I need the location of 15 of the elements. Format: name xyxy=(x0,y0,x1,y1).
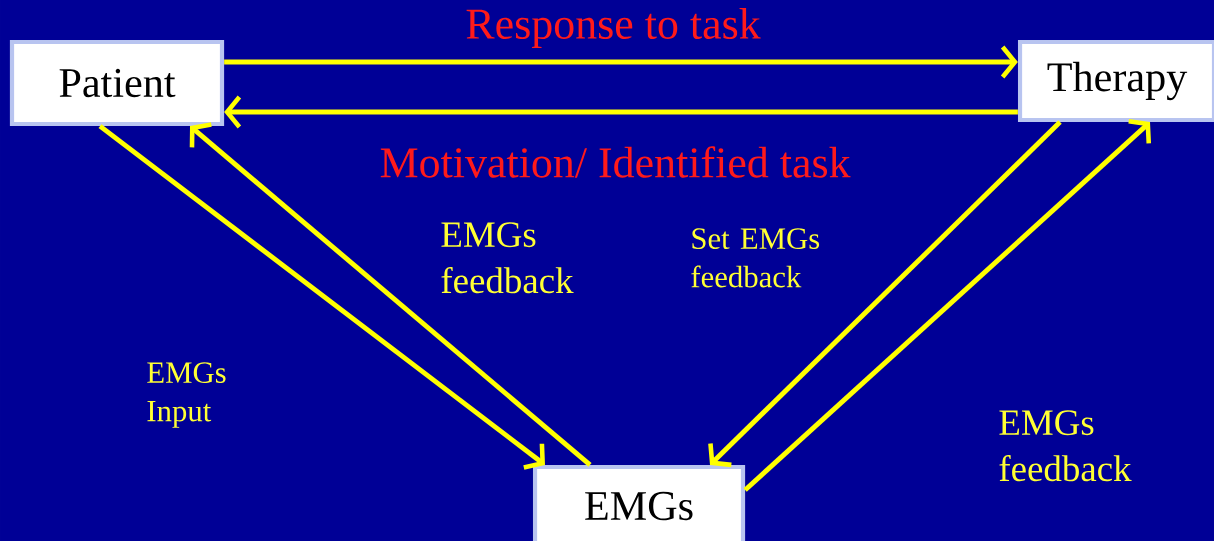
arrow xyxy=(98,124,545,470)
edge-label: Response to task xyxy=(466,8,761,48)
edge-label: EMGs feedback xyxy=(441,222,574,294)
label-box: Therapy xyxy=(1017,39,1214,123)
arrow xyxy=(224,45,1018,79)
arrow xyxy=(224,95,1018,129)
label-box: EMGs xyxy=(532,464,746,541)
arrow xyxy=(189,122,592,467)
edge-label: Motivation/ Identified task xyxy=(380,146,851,178)
arrow xyxy=(743,119,1152,492)
arrow xyxy=(708,120,1062,468)
label-box: Patient xyxy=(9,39,225,127)
edge-label: EMGs feedback xyxy=(999,410,1132,482)
edge-label: Set EMGs feedback xyxy=(691,228,820,288)
edge-label: EMGs Input xyxy=(147,362,226,428)
